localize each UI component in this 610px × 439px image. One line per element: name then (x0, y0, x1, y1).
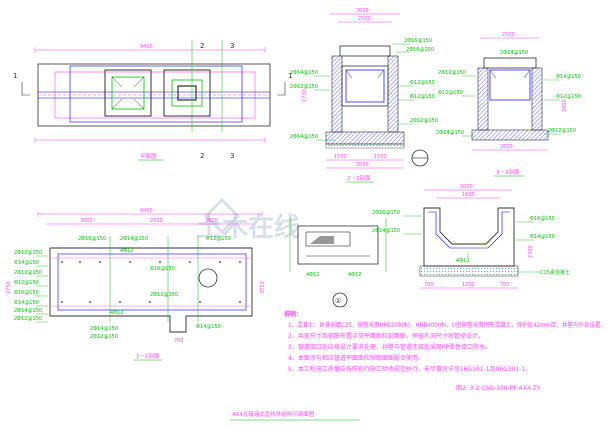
dr-label-4: C15素混凝土 (540, 269, 570, 276)
s22-label-1: 2Φ16@150 (406, 47, 434, 53)
note-3: 3、管道接口处应按设计要求处理，井壁与管道连接处采用PP柔性接口防水。 (288, 343, 491, 351)
s11-label-3: 2Φ12@150 (14, 250, 42, 256)
s33-dim-side: 2000 (562, 99, 568, 112)
s11-label-14: 4Φ12 (110, 310, 123, 316)
detail1-label-1: 4Φ12 (348, 272, 361, 278)
s22-label-4: Φ12@150 (410, 80, 435, 86)
dr-dim-5: 700 (500, 282, 510, 288)
section-mark-2-top: 2 (200, 42, 204, 50)
dr-dim-3: 700 (424, 282, 434, 288)
plan-view: 9400 2 3 2 3 1 1 平面图 (13, 40, 292, 161)
s22-label-6: 2Φ14@150 (290, 134, 318, 140)
detail-1: 4Φ12 4Φ12 ① (289, 218, 387, 308)
section-mark-3-bottom: 3 (230, 152, 234, 160)
s11-label-12: 2Φ12@150 (150, 292, 178, 298)
section-mark-3-top: 3 (230, 42, 234, 50)
s11-label-10: 2Φ12@150 (14, 316, 42, 322)
s22-dim-5: 3000 (356, 162, 369, 168)
s22-dim-2: 2500 (358, 16, 371, 22)
s11-dim-top: 9400 (140, 208, 153, 214)
s11-label-17: Φ14@150 (196, 324, 221, 330)
s11-dim-b: 2000 (150, 218, 163, 224)
dr-label-3: Φ14@150 (530, 234, 555, 240)
s33-label-2: Φ12@150 (438, 90, 463, 96)
s33-label-4: Φ12@150 (556, 94, 581, 100)
detail1-caption: ① (335, 297, 341, 305)
watermark: 土木在线 (196, 213, 300, 243)
s22-dim-side: 1700 (302, 89, 308, 102)
section-mark-1-right: 1 (288, 72, 292, 80)
s11-dim-side-r: 3750 (260, 281, 266, 294)
s11-label-4: Φ14@150 (14, 260, 39, 266)
s11-label-9: 2Φ14@150 (14, 308, 42, 314)
dr-dim-top: 3000 (460, 184, 473, 190)
s22-label-0: 2Φ16@150 (404, 38, 432, 44)
detail-right: 3000 1600 2Φ16@150 2Φ14@150 Φ16@150 Φ14@… (372, 184, 570, 289)
section-1-1: 9400 3000 2000 3600 2Φ16@150 (6, 208, 266, 361)
notes-block: 说明： 1、混凝土：井身采用C25，钢筋采用HPB300(Φ)、HRB400(Φ… (284, 310, 606, 373)
s11-caption: 1－1剖面 (136, 352, 160, 360)
sheet-number: 图2. 3-2 CSG-100-PF-4X4-ZY (456, 385, 541, 392)
s22-label-7: 2Φ12@150 (410, 118, 438, 124)
s33-label-0: 2Φ14@150 (500, 50, 528, 56)
watermark-logo (203, 197, 241, 235)
dr-label-1: 2Φ14@150 (372, 228, 400, 234)
section-mark-2-bottom: 2 (200, 152, 204, 160)
notes-heading: 说明： (284, 310, 302, 318)
s22-dim-4: 1500 (374, 154, 387, 160)
s11-label-15: 2Φ14@150 (90, 326, 118, 332)
s33-label-6: 2Φ12@150 (548, 128, 576, 134)
s33-dim-top: 2500 (502, 32, 515, 38)
dr-dim-2: 1600 (462, 192, 475, 198)
dr-dim-side: 2300 (528, 245, 534, 258)
dr-label-0: 2Φ16@150 (372, 210, 400, 216)
note-4: 4、本图须与相应管道平面图和纵断面图配合使用。 (288, 354, 424, 362)
s33-dim-bottom: 2600 (500, 144, 513, 150)
s11-label-11: Φ16@150 (150, 266, 175, 272)
section-mark-1-left: 1 (13, 72, 17, 80)
detail1-label-0: 4Φ12 (306, 272, 319, 278)
s22-caption: 2－2剖面 (347, 174, 371, 182)
s33-label-1: 2Φ12@150 (438, 70, 466, 76)
dr-label-5: 4Φ12 (456, 258, 469, 264)
dr-label-2: Φ16@150 (530, 216, 555, 222)
dr-dim-4: 1200 (462, 282, 475, 288)
s33-label-5: 2Φ14@150 (436, 130, 464, 136)
s11-dim-pit: 700 (174, 338, 184, 344)
s11-label-8: Φ14@150 (14, 300, 39, 306)
s11-label-5: 2Φ12@150 (14, 270, 42, 276)
s22-dim-top: 3000 (356, 8, 369, 14)
s33-caption: 3－3剖面 (496, 168, 520, 176)
s11-label-6: Φ12@150 (14, 280, 39, 286)
s22-label-2: 2Φ14@150 (290, 70, 318, 76)
note-1: 1、混凝土：井身采用C25，钢筋采用HPB300(Φ)、HRB400(Φ)，U型… (288, 321, 606, 329)
s11-label-16: 2Φ12@150 (90, 334, 118, 340)
note-5: 5、本工程施工质量应按照现行施工验收规范执行，未尽事宜详见16G101-1及06… (288, 365, 531, 373)
s11-label-7: Φ16@150 (14, 290, 39, 296)
s33-label-3: Φ14@150 (556, 74, 581, 80)
s11-label-0: 2Φ16@150 (78, 236, 106, 242)
s22-label-3: 2Φ12@150 (290, 84, 318, 90)
plan-caption: 平面图 (140, 152, 157, 160)
s11-dim-a: 3000 (80, 218, 93, 224)
s11-label-1: 2Φ14@150 (120, 236, 148, 242)
s11-label-13: 4Φ12 (120, 248, 133, 254)
s22-label-5: Φ12@150 (410, 94, 435, 100)
section-3-3: 2500 2Φ14@150 2Φ12@150 Φ12@150 Φ14@150 Φ… (436, 32, 581, 177)
plan-dim-top: 9400 (140, 44, 153, 50)
s22-dim-3: 1500 (334, 154, 347, 160)
drawing-title: 4X4孔箱涵式直线井结构平剖面图 (232, 410, 315, 418)
s11-dim-side: 2750 (6, 281, 12, 294)
s11-dim-c: 3600 (205, 218, 218, 224)
note-2: 2、井室尺寸及钢筋布置详见平面图和剖面图，预留孔洞尺寸按管径设计。 (288, 332, 484, 340)
section-2-2: 3000 2500 2Φ16@150 2Φ16@150 2Φ14@150 2Φ1… (290, 8, 438, 183)
s11-label-2: Φ12@150 (206, 236, 231, 242)
